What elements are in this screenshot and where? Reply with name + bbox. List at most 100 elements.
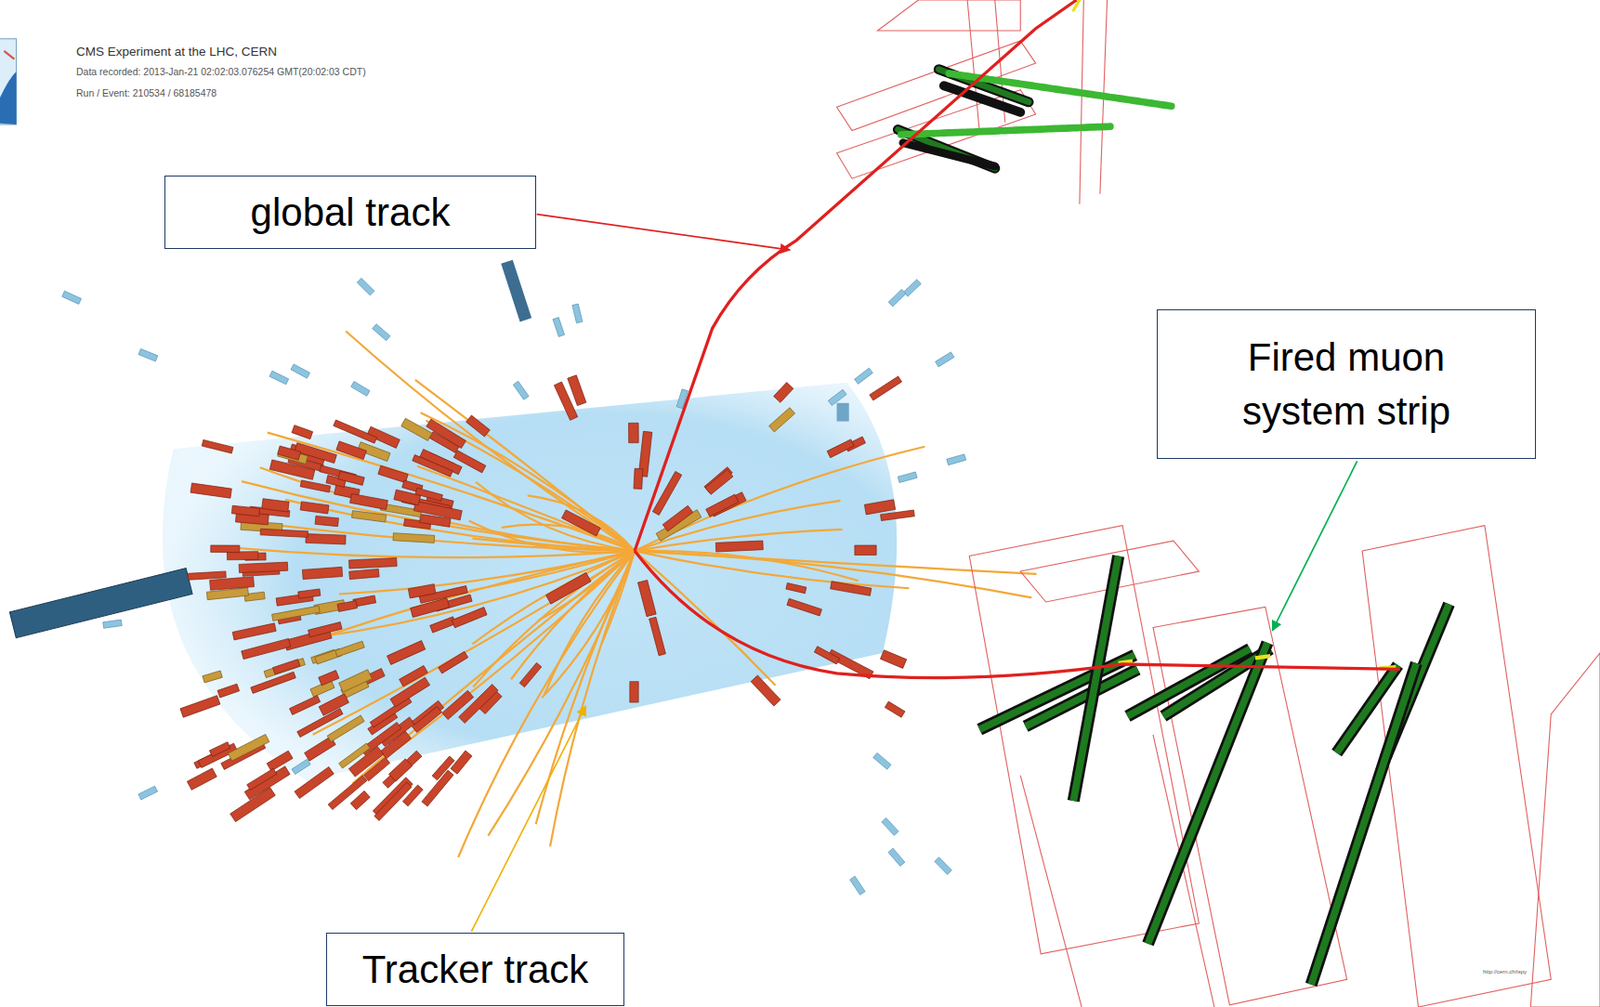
calorimeter-tower (180, 695, 221, 718)
callout-label: Fired muon system strip (1206, 330, 1487, 439)
hcal-hit (873, 752, 892, 770)
tracker-track (231, 547, 635, 558)
calorimeter-tower (201, 439, 234, 454)
hcal-hit (946, 454, 967, 466)
callout-text-wrap: Fired muon system strip (1206, 330, 1487, 439)
hcal-hit (850, 876, 866, 895)
event-info: Data recorded: 2013-Jan-21 02:02:03.0762… (76, 65, 367, 78)
tracker-track (527, 495, 635, 551)
calorimeter-tower (407, 584, 436, 599)
calorimeter-tower (209, 742, 231, 758)
calorimeter-tower (349, 558, 398, 569)
calorimeter-tower (289, 695, 321, 716)
calorimeter-tower (750, 675, 781, 707)
calorimeter-tower (210, 545, 240, 553)
calorimeter-tower (438, 651, 469, 674)
calorimeter-tower (294, 766, 334, 799)
tracker-track (420, 412, 636, 551)
hcal-hit (881, 817, 899, 836)
tracker-track (287, 550, 635, 650)
calorimeter-tower (879, 650, 906, 669)
calorimeter-tower (401, 418, 433, 441)
calorimeter-tower (421, 770, 454, 807)
calorimeter-tower (553, 381, 578, 420)
tracker-track (241, 481, 635, 551)
calorimeter-tower (266, 750, 293, 772)
hcal-hit (888, 848, 905, 866)
calorimeter-tower (705, 469, 734, 495)
calorimeter-tower (453, 450, 486, 473)
calorimeter-tower (277, 445, 302, 460)
calorimeter-tower (430, 616, 457, 633)
callout-label: Tracker track (362, 943, 589, 997)
tracker-volume (162, 382, 897, 781)
calorimeter-tower (298, 589, 321, 599)
calorimeter-tower (250, 671, 296, 694)
hcal-tower (500, 260, 532, 323)
hcal-hit (356, 277, 375, 296)
calorimeter-tower (826, 439, 854, 459)
calorimeter-tower (706, 494, 739, 517)
hcal-hit (903, 279, 921, 297)
calorimeter-tower (562, 510, 602, 537)
calorimeter-tower (649, 616, 667, 656)
calorimeter-tower (300, 501, 329, 514)
calorimeter-tower (459, 684, 499, 724)
calorimeter-tower (335, 641, 366, 657)
tracker-track (511, 550, 635, 680)
calorimeter-tower (327, 715, 365, 743)
callout-text-wrap: global track (250, 185, 451, 240)
calorimeter-tower (300, 480, 330, 493)
cms-logo (0, 39, 17, 125)
calorimeter-tower (662, 505, 694, 532)
callout-box: Tracker track (326, 932, 625, 1007)
calorimeter-tower (451, 607, 487, 629)
calorimeter-tower (190, 483, 232, 499)
calorimeter-tower (352, 511, 387, 523)
calorimeter-tower (314, 515, 339, 526)
hcal-hit (291, 759, 311, 774)
calorimeter-tower (389, 759, 413, 782)
calorimeter-tower (813, 646, 840, 665)
calorimeter-tower (232, 623, 276, 641)
calorimeter-tower (230, 787, 276, 823)
tracker-track (634, 550, 1032, 598)
calorimeter-tower (629, 422, 640, 443)
calorimeter-tower (880, 510, 916, 521)
hcal-hit (897, 472, 918, 484)
calorimeter-tower (272, 605, 321, 621)
hcal-tower (9, 568, 193, 639)
calorimeter-tower (546, 572, 591, 604)
tracker-track (634, 550, 909, 589)
hcal-hit (572, 303, 583, 324)
calorimeter-tower (350, 493, 389, 510)
tracker-track (260, 467, 635, 551)
hcal-hit (269, 370, 289, 385)
calorimeter-tower (390, 677, 431, 708)
tracker-track (634, 446, 925, 551)
calorimeter-tower (339, 669, 373, 693)
calorimeter-tower (262, 498, 289, 512)
calorimeter-tower (318, 694, 349, 716)
calorimeter-tower (338, 471, 365, 486)
muon-chambers-top (837, 0, 1108, 205)
calorimeter-tower (241, 638, 291, 659)
hcal-hit (351, 381, 370, 397)
calorimeter-tower (773, 382, 794, 404)
calorimeter-tower (305, 534, 346, 545)
calorimeter-tower (291, 425, 314, 440)
calorimeter-tower (450, 750, 473, 774)
callout-label: global track (250, 185, 451, 240)
calorimeter-tower (350, 790, 370, 810)
calorimeter-tower (413, 501, 462, 521)
hcal-tower (837, 403, 850, 422)
hcal-hit (552, 317, 565, 338)
calorimeter-tower (519, 662, 542, 687)
calorimeter-tower (864, 499, 895, 515)
muon-strips-top (897, 0, 1171, 169)
calorimeter-tower (412, 455, 454, 478)
calorimeter-tower (387, 641, 426, 666)
calorimeter-tower (337, 601, 357, 613)
calorimeter-tower (786, 598, 822, 617)
calorimeter-tower (854, 545, 877, 556)
